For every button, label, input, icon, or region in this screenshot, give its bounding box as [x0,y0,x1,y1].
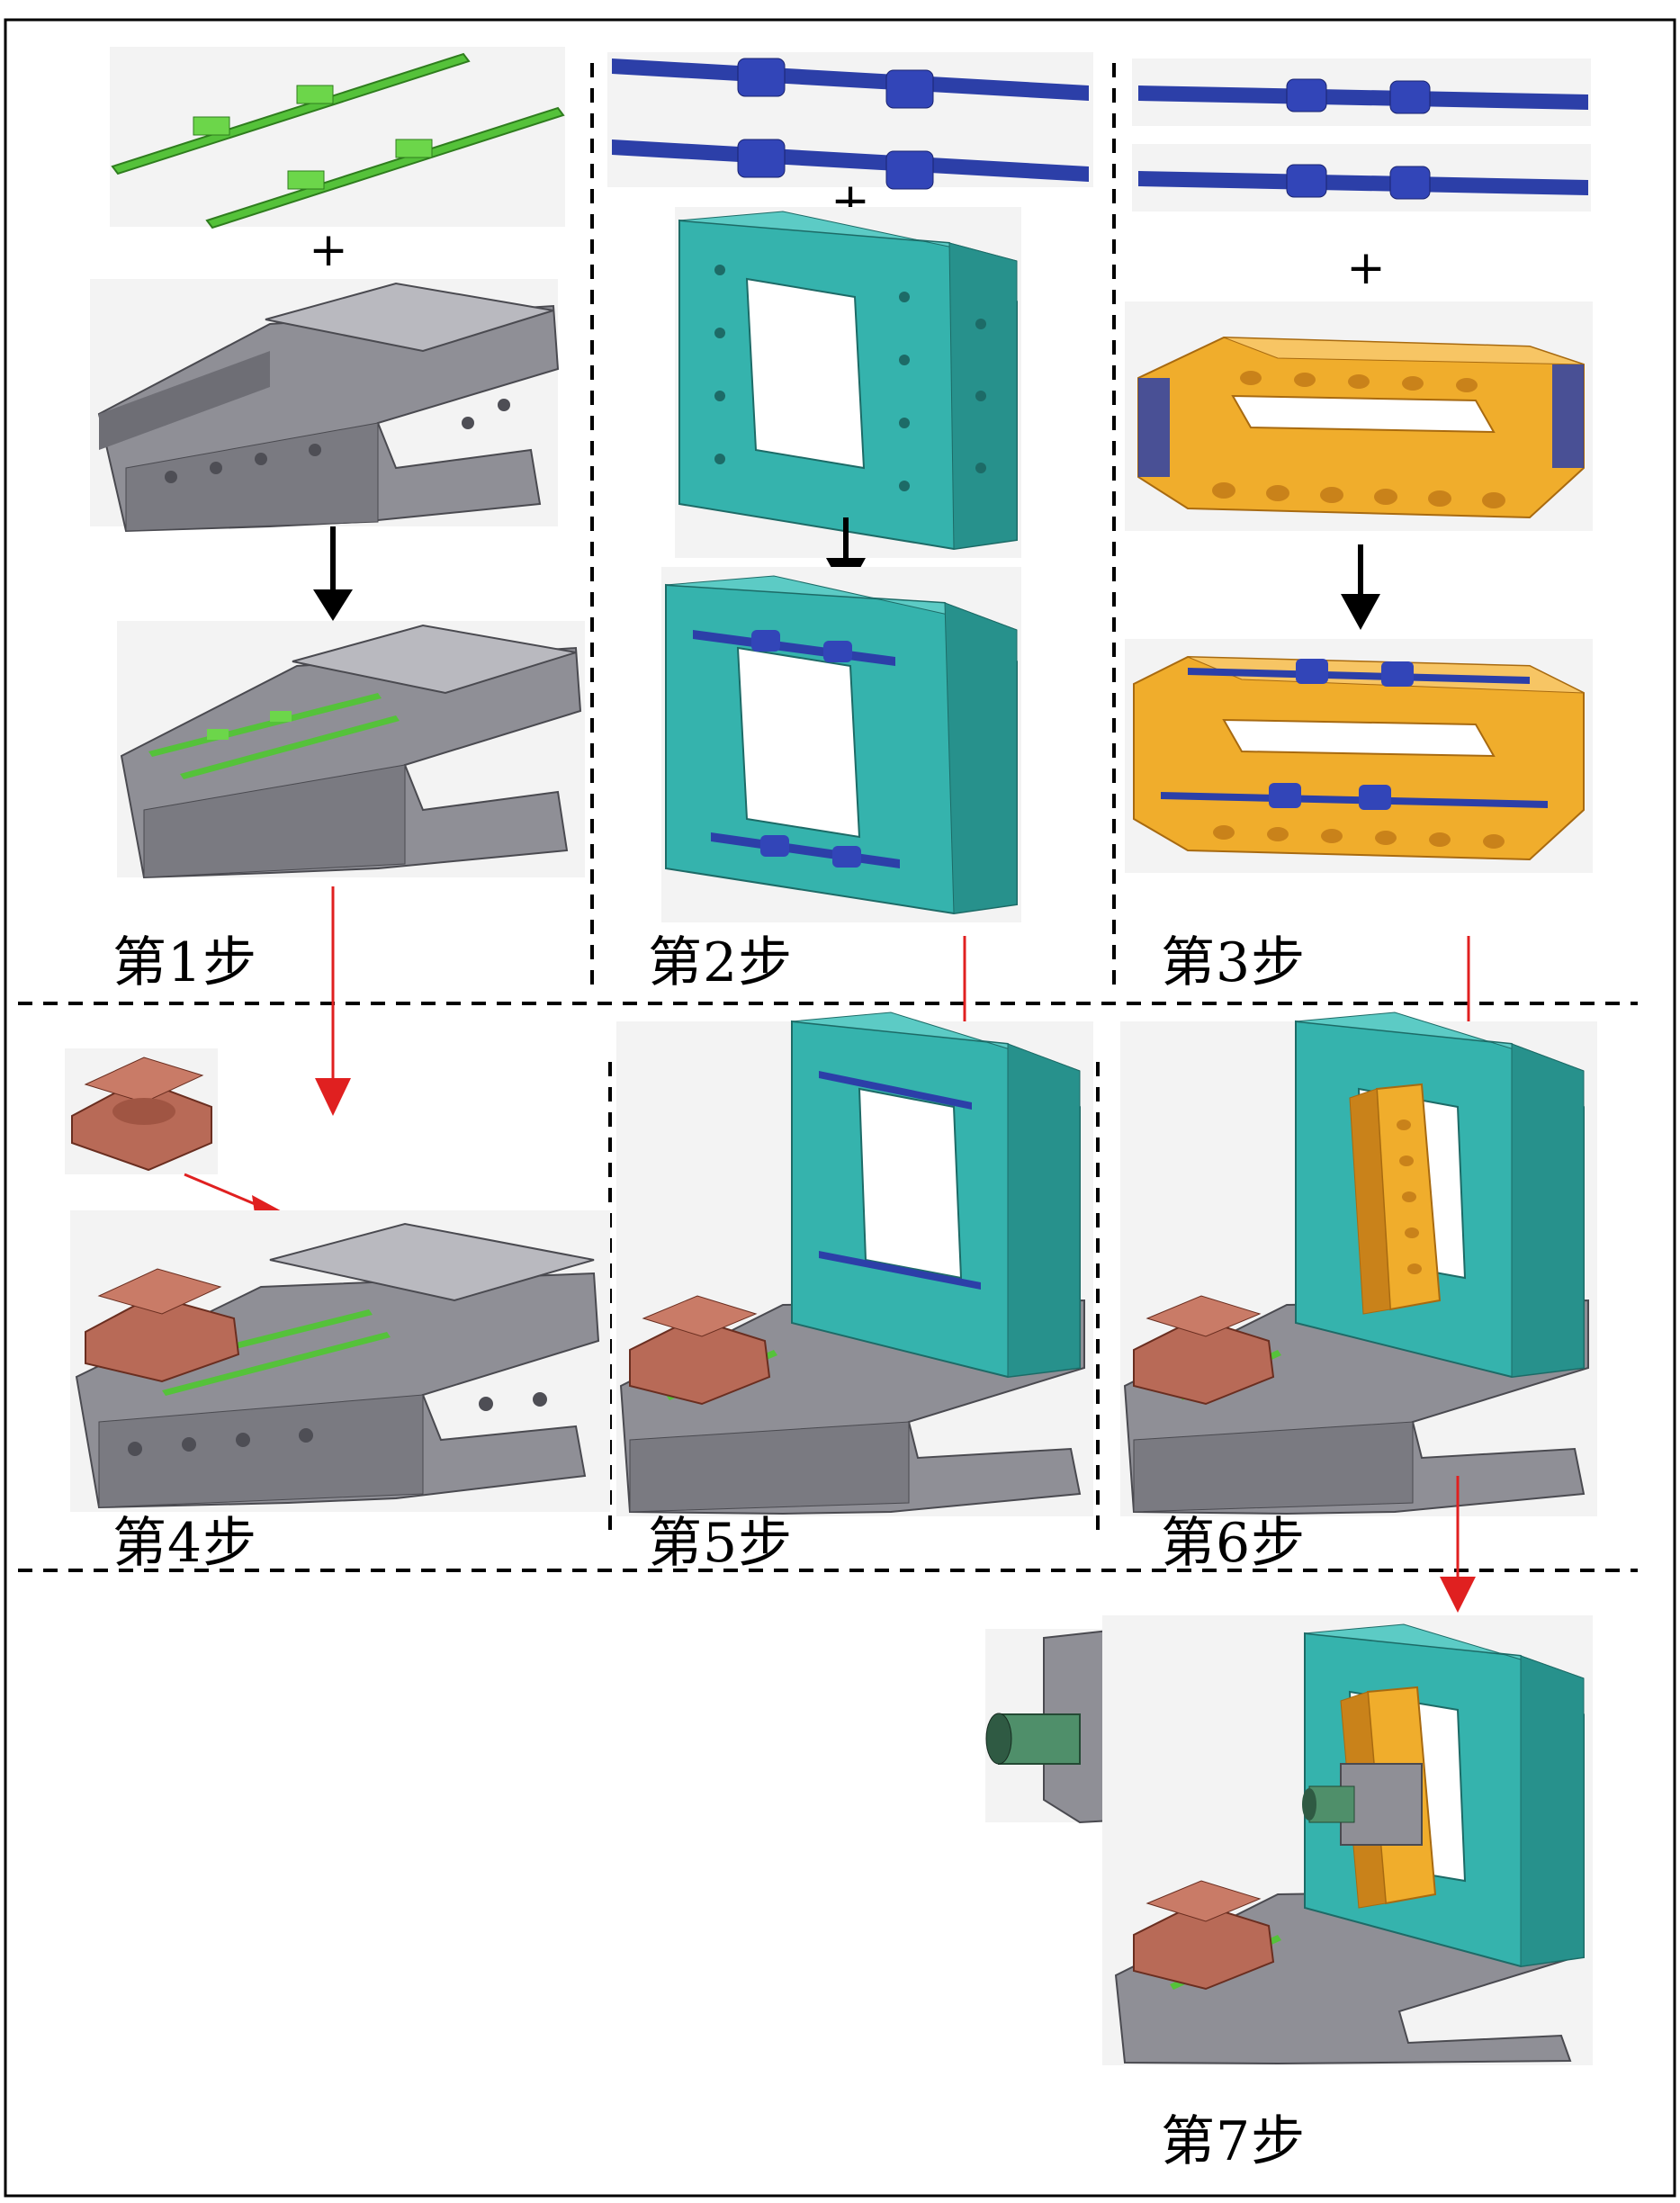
step3-saddle [1125,301,1593,531]
step1-machine-bed [90,279,560,533]
step2-column [675,207,1021,558]
step7-final-assembly [1102,1615,1593,2065]
step5-bed-with-column [616,1012,1093,1516]
step4-bed-with-table [70,1210,610,1512]
step1-flow-arrowhead [313,589,353,621]
step1-label: 第1步 [112,931,257,994]
step3-guide-rails-blue [1132,58,1591,211]
step1-assembly-arrowhead [315,1078,351,1116]
step4-rotary-table-part [65,1048,218,1174]
step1-guide-rails-green [110,47,565,229]
step2-column-with-rails [661,567,1021,922]
step3-saddle-with-rails [1125,639,1593,873]
step3-label: 第3步 [1161,931,1306,994]
step3-plus: + [1346,241,1386,295]
step6-label: 第6步 [1161,1512,1306,1575]
step5-label: 第5步 [648,1512,793,1575]
step4-label: 第4步 [112,1512,257,1575]
step2-label: 第2步 [648,931,793,994]
step1-bed-with-rails [117,621,585,879]
step6-bed-column-saddle [1120,1012,1597,1516]
step7-label: 第7步 [1161,2110,1306,2173]
step3-flow-arrowhead [1341,594,1380,630]
step1-plus: + [309,223,348,277]
step6-assembly-arrowhead [1440,1577,1476,1613]
figure-border [4,18,1676,2198]
step2-guide-rails-blue [607,52,1093,190]
